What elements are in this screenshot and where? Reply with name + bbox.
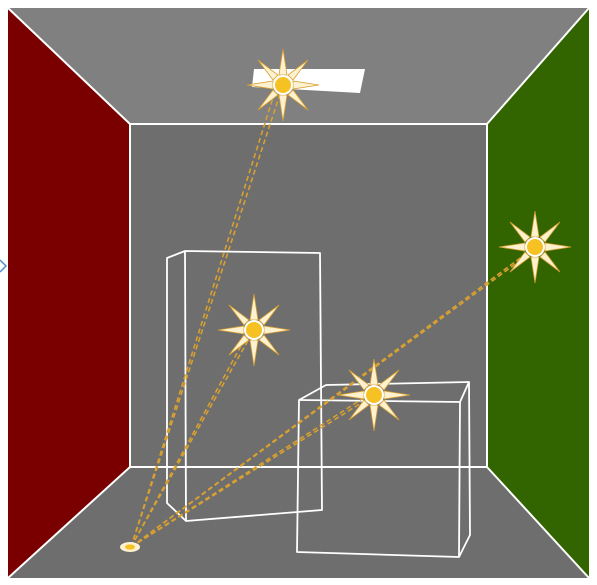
point-light-spot-icon [120,542,140,552]
chevron-right-icon [0,260,6,272]
